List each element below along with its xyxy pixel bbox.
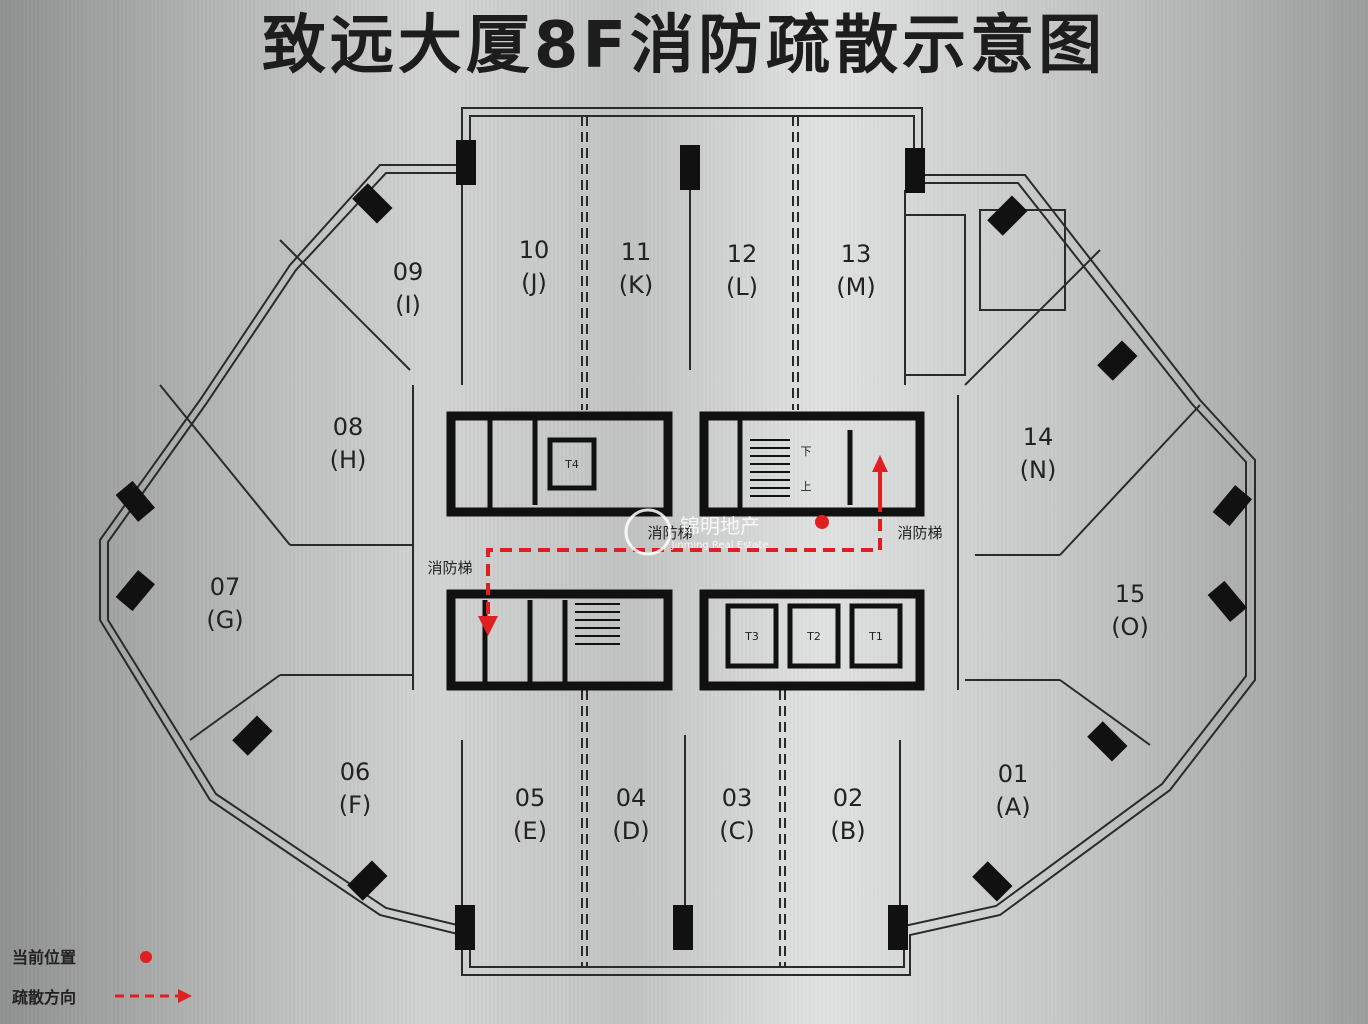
watermark-text: 锦明地产 xyxy=(680,514,760,538)
elevator-label-t4: T4 xyxy=(564,458,579,471)
legend-current-position: 当前位置 xyxy=(12,948,77,967)
core-block-se xyxy=(699,589,925,691)
unit-number: 15 xyxy=(1115,580,1146,608)
stair-up-mark: 上 xyxy=(801,480,812,493)
unit-letter: (G) xyxy=(206,606,243,634)
unit-letter: (E) xyxy=(513,817,547,845)
structural-columns xyxy=(115,140,1252,950)
unit-number: 03 xyxy=(722,784,753,812)
unit-number: 01 xyxy=(998,760,1029,788)
current-position-marker xyxy=(815,515,829,529)
unit-letter: (M) xyxy=(836,273,875,301)
unit-letter: (N) xyxy=(1020,456,1057,484)
fire-stair-label-east: 消防梯 xyxy=(897,524,942,542)
unit-number: 14 xyxy=(1023,423,1054,451)
legend-evacuation-direction: 疏散方向 xyxy=(12,988,77,1007)
unit-letter: (H) xyxy=(330,446,367,474)
unit-letter: (A) xyxy=(995,793,1030,821)
unit-letter: (J) xyxy=(521,269,547,297)
elevator-label-t2: T2 xyxy=(806,630,821,643)
core-block-nw xyxy=(446,411,673,517)
watermark: 锦明地产 Jinming Real Estate xyxy=(624,508,769,556)
unit-letter: (O) xyxy=(1111,613,1149,641)
unit-number: 04 xyxy=(616,784,647,812)
legend-dot-icon xyxy=(140,951,152,963)
map-title: 致远大厦8F消防疏散示意图 xyxy=(261,9,1107,83)
unit-number: 11 xyxy=(621,238,652,266)
unit-number: 13 xyxy=(841,240,872,268)
unit-letter: (F) xyxy=(339,791,372,819)
elevator-label-t1: T1 xyxy=(868,630,883,643)
legend-arrow-icon xyxy=(115,989,192,1003)
watermark-subtext: Jinming Real Estate xyxy=(671,540,769,551)
unit-letter: (I) xyxy=(395,291,421,319)
unit-letter: (D) xyxy=(612,817,649,845)
unit-number: 05 xyxy=(515,784,546,812)
unit-letter: (B) xyxy=(830,817,865,845)
unit-letter: (L) xyxy=(726,273,758,301)
stair-down-mark: 下 xyxy=(801,445,812,458)
core-block-ne xyxy=(699,411,925,517)
unit-number: 09 xyxy=(393,258,424,286)
unit-number: 07 xyxy=(210,573,241,601)
unit-number: 10 xyxy=(519,236,550,264)
fire-stair-label-west: 消防梯 xyxy=(427,559,472,577)
unit-number: 12 xyxy=(727,240,758,268)
evacuation-route xyxy=(478,455,888,636)
core-block-sw xyxy=(446,589,673,691)
unit-letter: (K) xyxy=(619,271,653,299)
unit-letter: (C) xyxy=(719,817,754,845)
unit-number: 06 xyxy=(340,758,371,786)
unit-number: 02 xyxy=(833,784,864,812)
elevator-label-t3: T3 xyxy=(744,630,759,643)
building-outline xyxy=(99,107,1256,976)
unit-number: 08 xyxy=(333,413,364,441)
